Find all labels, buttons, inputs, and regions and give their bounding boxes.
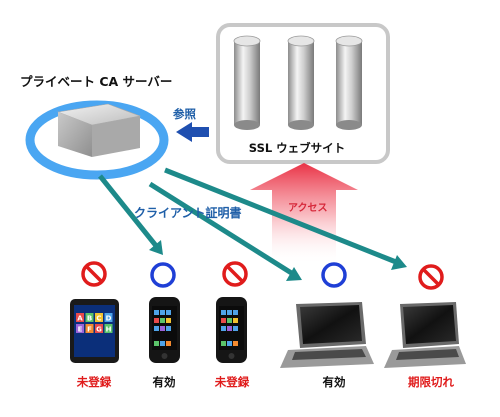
ca-server-title: プライベート CA サーバー <box>20 74 173 89</box>
ok-mark-1 <box>150 262 176 288</box>
cert-arrow-to-laptop-2 <box>164 167 397 265</box>
ng-mark-3 <box>418 264 444 290</box>
tablet-key-bg <box>85 313 94 322</box>
cert-arrow-to-phone <box>98 174 159 249</box>
client-certificate-label: クライアント証明書 <box>134 206 242 220</box>
ca-server-cube <box>56 103 142 157</box>
tablet-key-letter: G <box>96 326 102 334</box>
server-cylinder-2 <box>287 35 315 130</box>
tablet-key-letter: B <box>87 315 92 323</box>
reference-arrow <box>176 122 209 142</box>
reference-label: 参照 <box>173 107 196 121</box>
tablet-key-letter: F <box>87 326 92 334</box>
ok-mark-2 <box>321 262 347 288</box>
certificate-arrows <box>98 167 407 281</box>
cert-arrow-to-laptop <box>148 181 295 277</box>
device-status-4: 有効 <box>322 375 346 389</box>
device-status-3: 未登録 <box>214 375 250 389</box>
tablet-key-letter: E <box>78 326 83 334</box>
tablet-key-letter: H <box>106 326 112 334</box>
ng-mark-1 <box>81 261 107 287</box>
tablet-key-bg <box>104 313 113 322</box>
tablet-key-bg <box>85 324 94 333</box>
server-cylinder-1 <box>233 35 261 130</box>
tablet-key-letter: D <box>106 315 112 323</box>
server-cylinder-3 <box>335 35 363 130</box>
tablet-key-bg <box>76 324 84 333</box>
ca-server-ring <box>25 100 169 180</box>
access-label: アクセス <box>288 203 328 214</box>
ssl-website-panel <box>216 23 390 164</box>
tablet-key-letter: A <box>77 315 83 323</box>
ssl-website-label: SSL ウェブサイト <box>248 141 346 155</box>
device-status-2: 有効 <box>152 375 176 389</box>
phone-device-2 <box>216 297 247 363</box>
phone-device-1 <box>149 297 180 363</box>
access-arrow <box>250 163 358 265</box>
tablet-key-bg <box>104 324 113 333</box>
laptop-device-1 <box>280 302 374 368</box>
tablet-key-bg <box>95 324 103 333</box>
device-status-1: 未登録 <box>76 375 112 389</box>
tablet-key-bg <box>95 313 103 322</box>
ng-mark-2 <box>222 261 248 287</box>
laptop-device-2 <box>384 302 466 368</box>
tablet-key-letter: C <box>96 315 101 323</box>
device-status-5: 期限切れ <box>408 375 454 389</box>
tablet-key-bg <box>76 313 84 322</box>
